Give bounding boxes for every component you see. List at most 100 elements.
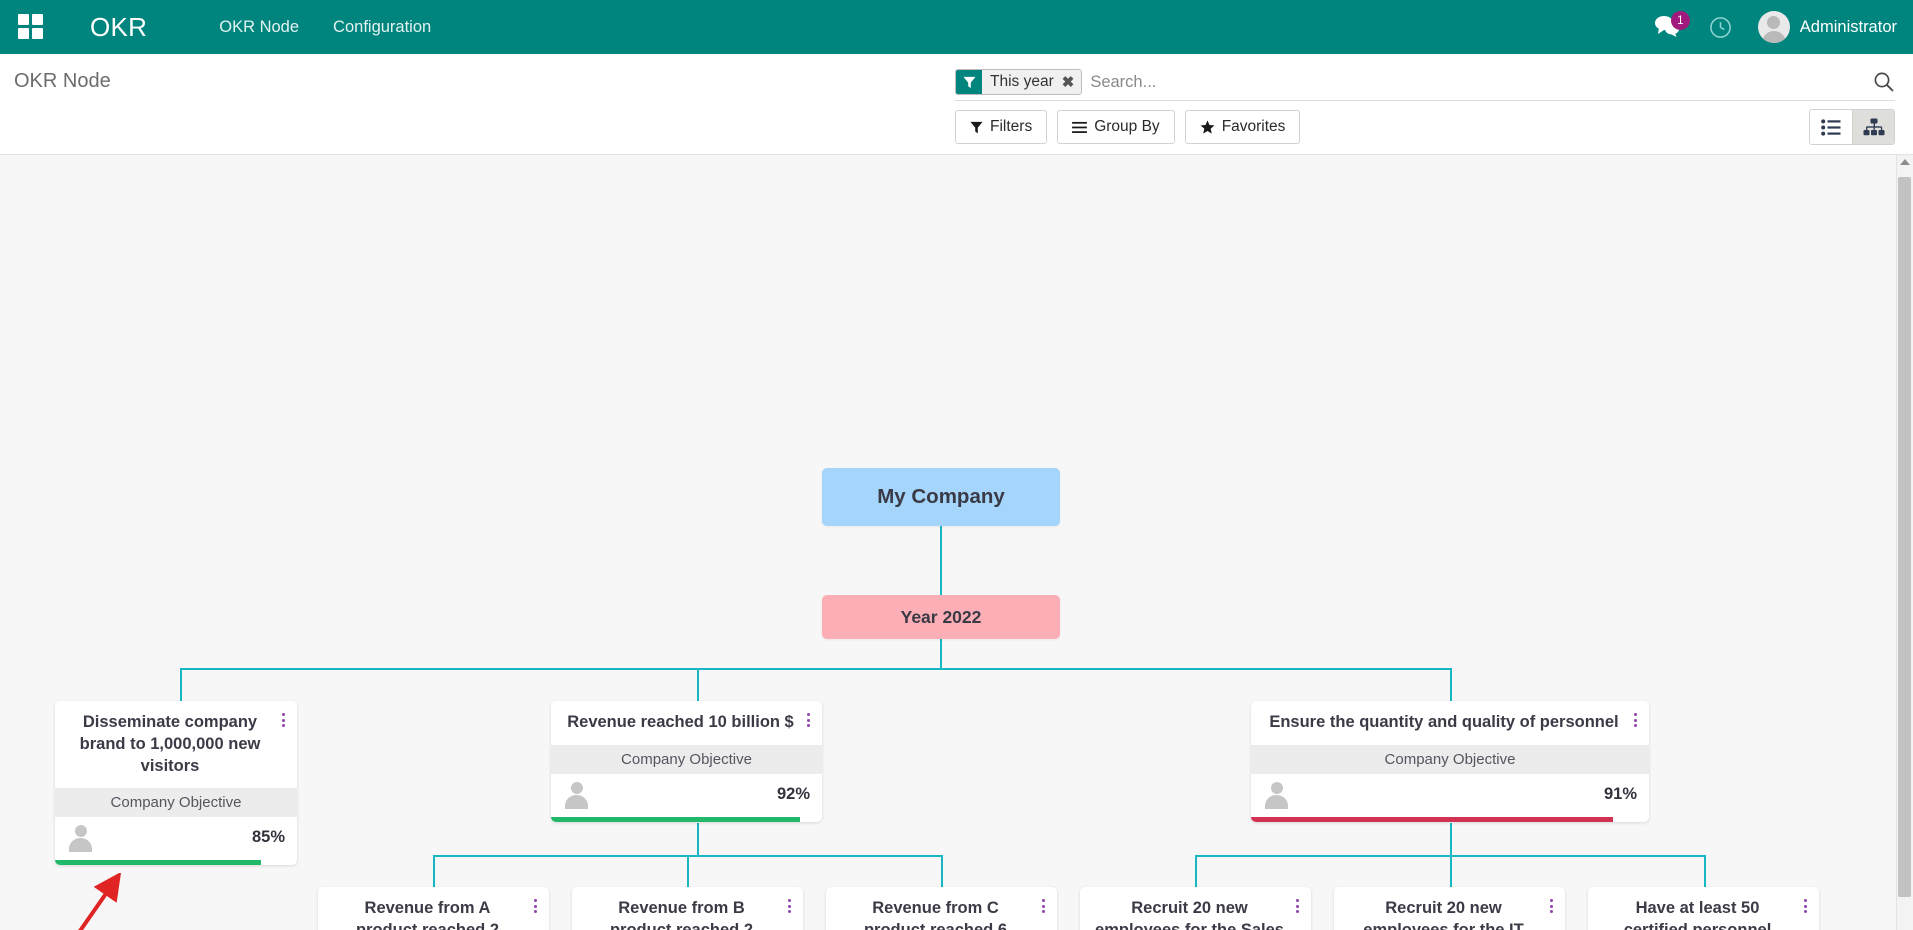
progress-bar-fill <box>551 816 801 822</box>
connector-revenue-drop-2 <box>687 855 689 888</box>
owner-avatar-icon <box>67 824 94 853</box>
filters-button-label: Filters <box>990 118 1033 135</box>
hierarchy-icon <box>1863 118 1884 136</box>
card-subtitle: Company Objective <box>55 788 297 818</box>
nav-link-configuration[interactable]: Configuration <box>333 17 432 36</box>
card-footer: 92% <box>551 773 822 817</box>
connector-personnel-drop-2 <box>1450 855 1452 888</box>
progress-bar-fill <box>55 860 261 866</box>
card-menu-kebab-icon[interactable] <box>1628 711 1642 729</box>
main-menu: OKR Node Configuration <box>207 12 443 43</box>
user-menu[interactable]: Administrator <box>1757 11 1897 43</box>
card-title: Revenue from B product reached 2 billion… <box>609 899 754 930</box>
search-options-buttons: Filters Group By Favorites <box>955 110 1310 144</box>
list-view-button[interactable] <box>1810 110 1852 144</box>
card-footer: 85% <box>55 817 297 861</box>
favorites-button[interactable]: Favorites <box>1184 110 1301 144</box>
node-card-certified-personnel[interactable]: Have at least 50 certified personnel HR … <box>1588 887 1819 930</box>
connector-level2-bus <box>180 668 1450 670</box>
card-title: Revenue from A product reached 2 billion… <box>355 899 500 930</box>
progress-bar-track <box>551 816 822 822</box>
apps-grid-icon[interactable] <box>18 14 44 40</box>
connector-personnel-drop-3 <box>1704 855 1706 888</box>
scroll-up-arrow-icon[interactable] <box>1900 159 1910 165</box>
search-facet-this-year[interactable]: This year ✖ <box>955 69 1083 95</box>
org-chart-canvas: My Company Year 2022 Disseminate company… <box>0 155 1913 930</box>
vertical-scrollbar[interactable] <box>1896 155 1913 930</box>
scrollbar-thumb[interactable] <box>1898 177 1911 897</box>
hamburger-lines-icon <box>1072 121 1088 133</box>
card-menu-kebab-icon[interactable] <box>1290 897 1304 915</box>
card-subtitle: Company Objective <box>551 744 822 774</box>
page-title: OKR Node <box>14 70 111 92</box>
card-title: Recruit 20 new employees for the IT depa… <box>1363 899 1524 930</box>
navbar-right-tools: 1 Administrator <box>1653 11 1897 43</box>
node-my-company[interactable]: My Company <box>822 468 1060 526</box>
star-icon <box>1200 120 1215 134</box>
owner-avatar-icon <box>563 781 590 809</box>
connector-year-stem <box>940 639 942 669</box>
search-input[interactable] <box>1082 72 1873 92</box>
card-footer: 91% <box>1251 773 1649 817</box>
connector-level2-drop-2 <box>697 668 699 701</box>
view-switcher <box>1809 109 1895 145</box>
search-facet-label: This year <box>982 70 1060 94</box>
progress-percent: 85% <box>251 828 285 847</box>
connector-personnel-stem <box>1450 823 1452 856</box>
nav-link-okr-node[interactable]: OKR Node <box>219 17 300 36</box>
connector-level2-drop-3 <box>1450 668 1452 701</box>
card-title: Revenue reached 10 billion $ <box>567 713 794 731</box>
progress-bar-track <box>1251 816 1649 822</box>
user-name-label: Administrator <box>1799 17 1897 36</box>
card-menu-kebab-icon[interactable] <box>801 711 815 729</box>
card-menu-kebab-icon[interactable] <box>1798 897 1812 915</box>
messages-button[interactable]: 1 <box>1653 11 1690 40</box>
control-panel: OKR Node This year ✖ <box>0 54 1913 155</box>
favorites-button-label: Favorites <box>1221 118 1286 135</box>
card-menu-kebab-icon[interactable] <box>276 711 290 729</box>
filter-funnel-icon <box>956 70 982 94</box>
owner-avatar-icon <box>1263 781 1290 809</box>
node-card-recruit-it[interactable]: Recruit 20 new employees for the IT depa… <box>1334 887 1565 930</box>
group-by-button[interactable]: Group By <box>1057 110 1175 144</box>
messages-count-badge: 1 <box>1670 11 1690 30</box>
search-view: This year ✖ <box>955 69 1895 101</box>
connector-company-to-year <box>940 526 942 595</box>
node-year-2022-label: Year 2022 <box>900 606 982 627</box>
node-year-2022[interactable]: Year 2022 <box>822 595 1060 639</box>
card-menu-kebab-icon[interactable] <box>528 897 542 915</box>
close-x-icon[interactable]: ✖ <box>1059 70 1082 94</box>
card-menu-kebab-icon[interactable] <box>782 897 796 915</box>
filters-button[interactable]: Filters <box>955 110 1048 144</box>
arrow-to-progress-bar-1 <box>78 873 122 930</box>
connector-revenue-drop-3 <box>941 855 943 888</box>
control-panel-top-row: OKR Node This year ✖ <box>0 54 1913 102</box>
card-title: Have at least 50 certified personnel <box>1623 899 1772 930</box>
clock-icon[interactable] <box>1709 16 1732 39</box>
node-card-revenue-10-billion[interactable]: Revenue reached 10 billion $ Company Obj… <box>551 701 822 822</box>
org-chart-view-button[interactable] <box>1852 110 1894 144</box>
filter-funnel-icon <box>970 121 983 133</box>
node-card-revenue-c-product[interactable]: Revenue from C product reached 6 billion… <box>826 887 1057 930</box>
search-icon[interactable] <box>1873 71 1895 93</box>
list-icon <box>1821 118 1841 136</box>
card-title: Ensure the quantity and quality of perso… <box>1269 713 1619 731</box>
progress-percent: 92% <box>776 784 810 803</box>
progress-bar-fill <box>1251 816 1614 822</box>
node-card-disseminate-brand[interactable]: Disseminate company brand to 1,000,000 n… <box>55 701 297 866</box>
node-card-revenue-b-product[interactable]: Revenue from B product reached 2 billion… <box>572 887 803 930</box>
node-card-recruit-sales[interactable]: Recruit 20 new employees for the Sales d… <box>1080 887 1311 930</box>
node-card-revenue-a-product[interactable]: Revenue from A product reached 2 billion… <box>318 887 549 930</box>
connector-revenue-stem <box>697 823 699 856</box>
brand-logo[interactable]: OKR <box>90 11 148 42</box>
node-card-ensure-personnel[interactable]: Ensure the quantity and quality of perso… <box>1251 701 1649 822</box>
connector-personnel-drop-1 <box>1195 855 1197 888</box>
progress-percent: 91% <box>1603 784 1637 803</box>
connector-level2-drop-1 <box>180 668 182 701</box>
progress-bar-track <box>55 860 297 866</box>
card-menu-kebab-icon[interactable] <box>1036 897 1050 915</box>
card-menu-kebab-icon[interactable] <box>1544 897 1558 915</box>
card-title: Recruit 20 new employees for the Sales d… <box>1095 899 1284 930</box>
node-my-company-label: My Company <box>877 485 1005 508</box>
group-by-button-label: Group By <box>1094 118 1160 135</box>
